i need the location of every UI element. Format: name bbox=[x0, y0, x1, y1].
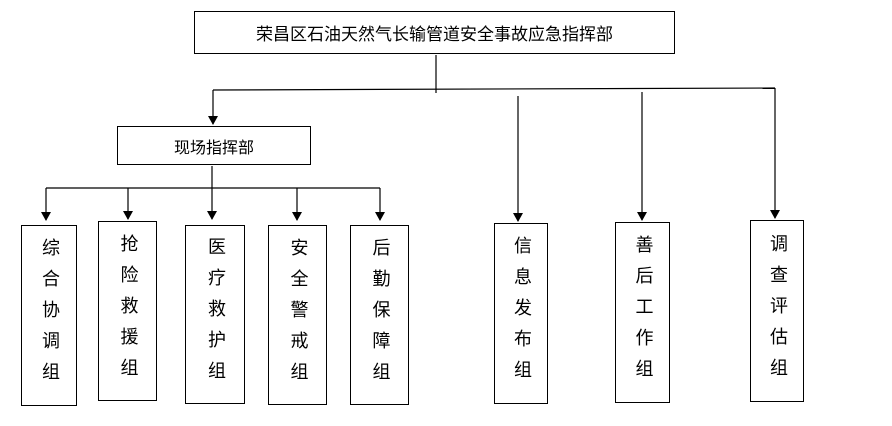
group-label: 调查评估组 bbox=[767, 233, 788, 389]
group-label: 综合协调组 bbox=[39, 238, 60, 393]
headquarters-box: 荣昌区石油天然气长输管道安全事故应急指挥部 bbox=[194, 11, 675, 54]
group-label: 信息发布组 bbox=[511, 236, 532, 391]
group-logistics-box: 后勤保障组 bbox=[350, 225, 409, 405]
group-label: 抢险救援组 bbox=[117, 233, 139, 389]
group-aftermath-box: 善后工作组 bbox=[615, 222, 670, 403]
group-medical-box: 医疗救护组 bbox=[185, 225, 245, 404]
group-security-box: 安全警戒组 bbox=[268, 225, 327, 405]
site-command-title: 现场指挥部 bbox=[173, 137, 254, 157]
group-investigation-box: 调查评估组 bbox=[750, 220, 804, 402]
group-label: 善后工作组 bbox=[632, 235, 654, 390]
headquarters-title: 荣昌区石油天然气长输管道安全事故应急指挥部 bbox=[256, 25, 613, 45]
group-coordination-box: 综合协调组 bbox=[21, 225, 77, 406]
top-bus-line bbox=[212, 87, 776, 91]
group-rescue-box: 抢险救援组 bbox=[98, 221, 157, 401]
group-info-release-box: 信息发布组 bbox=[494, 223, 548, 404]
group-label: 后勤保障组 bbox=[369, 237, 391, 393]
group-label: 医疗救护组 bbox=[205, 237, 226, 392]
group-label: 安全警戒组 bbox=[287, 237, 309, 393]
site-command-box: 现场指挥部 bbox=[117, 126, 311, 165]
